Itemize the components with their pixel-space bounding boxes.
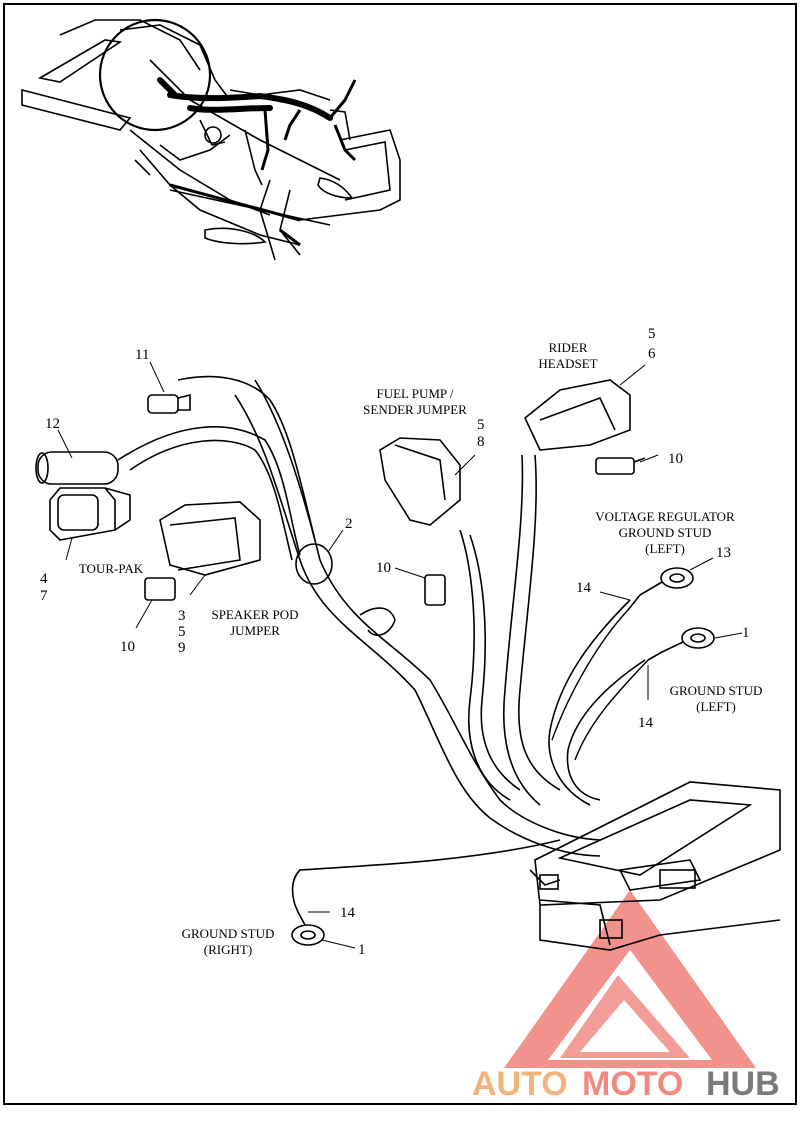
label-ground-stud-left-2: (LEFT): [696, 699, 736, 714]
connector-tour-pak: [49, 487, 131, 541]
connector-rider-headset: [524, 379, 631, 451]
callout-10-right: 10: [668, 451, 683, 467]
terminal-10-left: [144, 577, 176, 601]
callout-10-left: 10: [120, 639, 135, 655]
callout-14-top: 14: [576, 580, 592, 596]
ring-terminal-1-left: [647, 627, 715, 661]
callout-2: 2: [345, 516, 353, 532]
label-speaker-pod-2: JUMPER: [230, 623, 280, 638]
label-voltage-regulator-1: VOLTAGE REGULATOR: [595, 509, 735, 524]
terminal-10-middle: [424, 574, 446, 606]
callout-5-fuel: 5: [477, 417, 485, 433]
callout-1-left: 1: [742, 625, 750, 641]
watermark-auto: AUTO: [472, 1065, 568, 1103]
diagram-border: [3, 3, 797, 1105]
callout-7: 7: [40, 588, 48, 604]
watermark-moto: MOTO: [582, 1065, 683, 1103]
label-rider-headset-2: HEADSET: [538, 356, 597, 371]
callout-4: 4: [40, 571, 48, 587]
automotohub-logo-icon: [504, 890, 756, 1068]
harness-overview-wires: [157, 77, 333, 121]
callout-9: 9: [178, 640, 186, 656]
harness-overview-branches: [169, 79, 357, 247]
callout-1-right: 1: [358, 942, 366, 958]
label-speaker-pod-1: SPEAKER POD: [211, 607, 298, 622]
main-harness-trunk: [117, 375, 646, 906]
connector-speaker-pod: [159, 501, 261, 576]
callout-14-middle: 14: [638, 715, 654, 731]
label-fuel-pump-2: SENDER JUMPER: [363, 402, 467, 417]
connector-fuel-pump: [379, 437, 461, 526]
label-ground-stud-right-1: GROUND STUD: [182, 926, 275, 941]
label-voltage-regulator-2: GROUND STUD: [619, 525, 712, 540]
motorcycle-frame-illustration: [21, 19, 401, 261]
connector-12: [35, 451, 119, 485]
watermark-hub: HUB: [706, 1065, 780, 1103]
callout-6: 6: [648, 346, 656, 362]
callout-8: 8: [477, 434, 485, 450]
ground-wires: [551, 609, 649, 761]
label-fuel-pump-1: FUEL PUMP /: [376, 386, 453, 401]
callout-5-headset: 5: [648, 326, 656, 342]
callout-13: 13: [716, 545, 731, 561]
terminal-10-right: [595, 457, 646, 475]
label-voltage-regulator-3: (LEFT): [645, 541, 685, 556]
callout-12: 12: [45, 416, 60, 432]
connector-11: [147, 393, 191, 414]
callout-3: 3: [178, 608, 186, 624]
leader-lines: [57, 361, 743, 949]
ring-terminal-1-right: [291, 904, 325, 946]
ring-terminal-13: [627, 567, 694, 611]
label-ground-stud-right-2: (RIGHT): [204, 942, 252, 957]
callout-14-bottom: 14: [340, 905, 356, 921]
label-rider-headset-1: RIDER: [549, 340, 588, 355]
callout-5-speaker: 5: [178, 624, 186, 640]
electrical-caddy-module: [529, 781, 781, 951]
callout-11: 11: [135, 347, 149, 363]
callout-10-middle: 10: [376, 560, 391, 576]
automotohub-watermark: AUTO MOTO HUB: [472, 1065, 780, 1103]
detail-magnify-circle: [98, 18, 212, 132]
label-ground-stud-left-1: GROUND STUD: [670, 683, 763, 698]
label-tour-pak: TOUR-PAK: [79, 561, 144, 576]
